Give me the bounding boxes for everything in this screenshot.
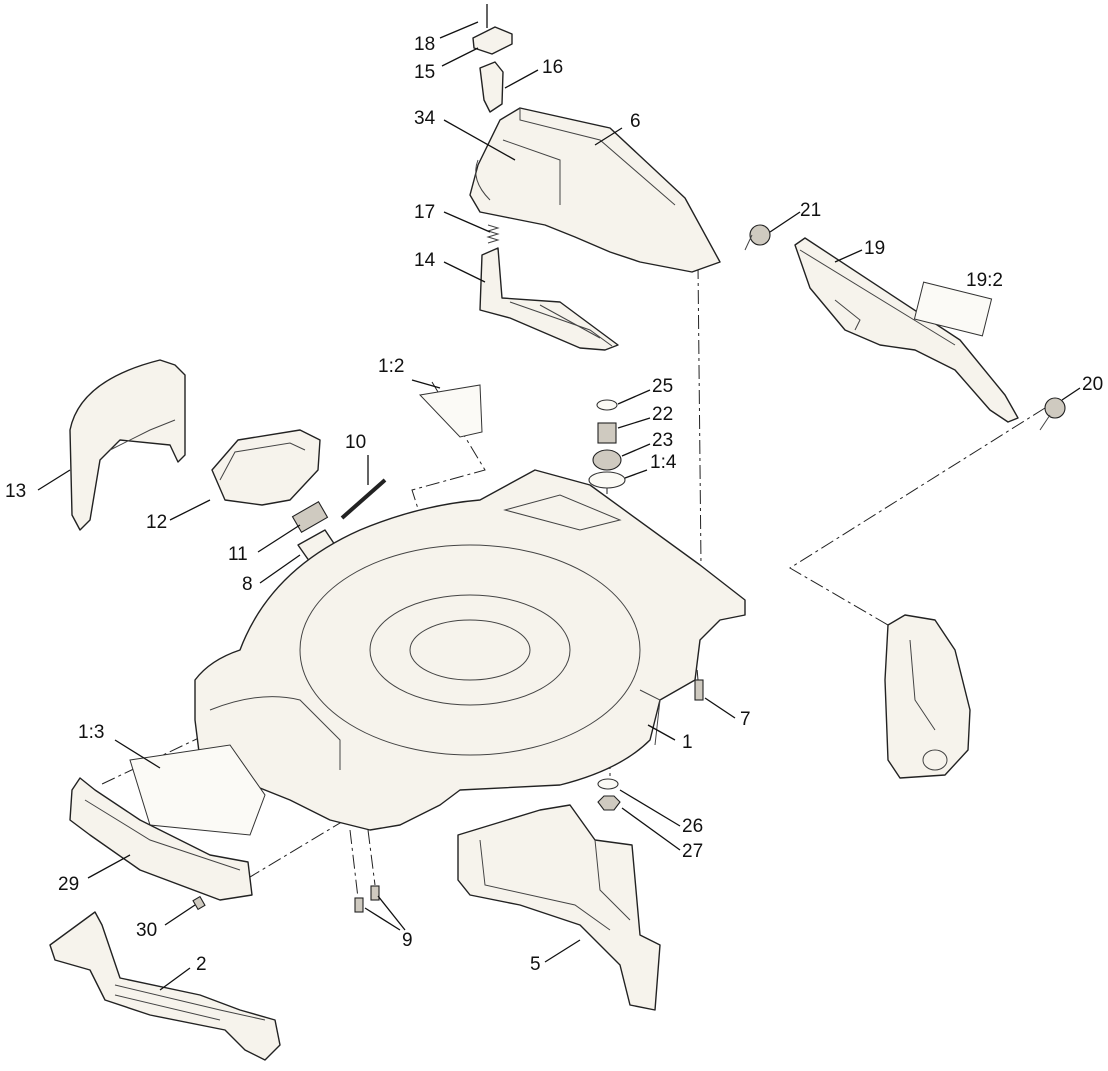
callout-9: 9	[402, 930, 413, 951]
part-bearing-stack	[588, 399, 626, 489]
callout-1: 1	[682, 732, 693, 753]
callout-13: 13	[5, 481, 26, 502]
callout-8: 8	[242, 574, 253, 595]
decal-1-2	[418, 384, 483, 438]
part-bumper-29	[69, 777, 253, 901]
part-handle-bracket	[794, 237, 1019, 423]
decal-1-3	[129, 744, 266, 836]
callout-20: 20	[1082, 374, 1103, 395]
callout-10: 10	[345, 432, 366, 453]
part-chute-5	[457, 804, 661, 1011]
callout-7: 7	[740, 709, 751, 730]
part-latch	[472, 4, 513, 113]
part-bolt-7	[694, 679, 704, 701]
callout-2: 2	[196, 954, 207, 975]
callout-labels: 18 15 16 34 6 17 14 21 19 19:2 20 1:2 25…	[5, 34, 1103, 975]
part-spring-11	[291, 500, 329, 534]
part-rod-10	[340, 478, 387, 520]
part-spring-21	[744, 224, 771, 251]
callout-6: 6	[630, 111, 641, 132]
callout-16: 16	[542, 57, 563, 78]
callout-22: 22	[652, 404, 673, 425]
callout-27: 27	[682, 841, 703, 862]
part-bracket-12	[211, 429, 321, 506]
leader-lines	[37, 21, 1081, 991]
callout-23: 23	[652, 430, 673, 451]
part-front-bracket-2	[49, 911, 281, 1061]
part-flap-frame	[479, 247, 619, 351]
part-screw-30	[192, 895, 206, 911]
part-cover-13	[69, 359, 186, 531]
callout-1-4: 1:4	[650, 452, 677, 473]
part-spring-20	[1039, 397, 1066, 431]
callout-12: 12	[146, 512, 167, 533]
callout-34: 34	[414, 108, 436, 129]
callout-18: 18	[414, 34, 435, 55]
callout-29: 29	[58, 874, 79, 895]
callout-17: 17	[414, 202, 435, 223]
callout-1-3: 1:3	[78, 722, 104, 743]
callout-25: 25	[652, 376, 673, 397]
callout-14: 14	[414, 250, 436, 271]
callout-30: 30	[136, 920, 157, 941]
decal-19-2	[913, 281, 993, 337]
part-washer-nut	[597, 778, 621, 811]
callout-26: 26	[682, 816, 703, 837]
callout-21: 21	[800, 200, 821, 221]
part-rear-door	[469, 107, 721, 273]
callout-1-2: 1:2	[378, 356, 404, 377]
callout-19-2: 19:2	[966, 270, 1003, 291]
callout-19: 19	[864, 238, 885, 259]
part-bolts-9	[354, 885, 380, 913]
callout-11: 11	[228, 544, 248, 565]
callout-15: 15	[414, 62, 435, 83]
part-spring-17	[486, 224, 500, 244]
callout-5: 5	[530, 954, 541, 975]
part-mower-deck	[194, 469, 746, 831]
part-handle-mount	[884, 614, 971, 779]
